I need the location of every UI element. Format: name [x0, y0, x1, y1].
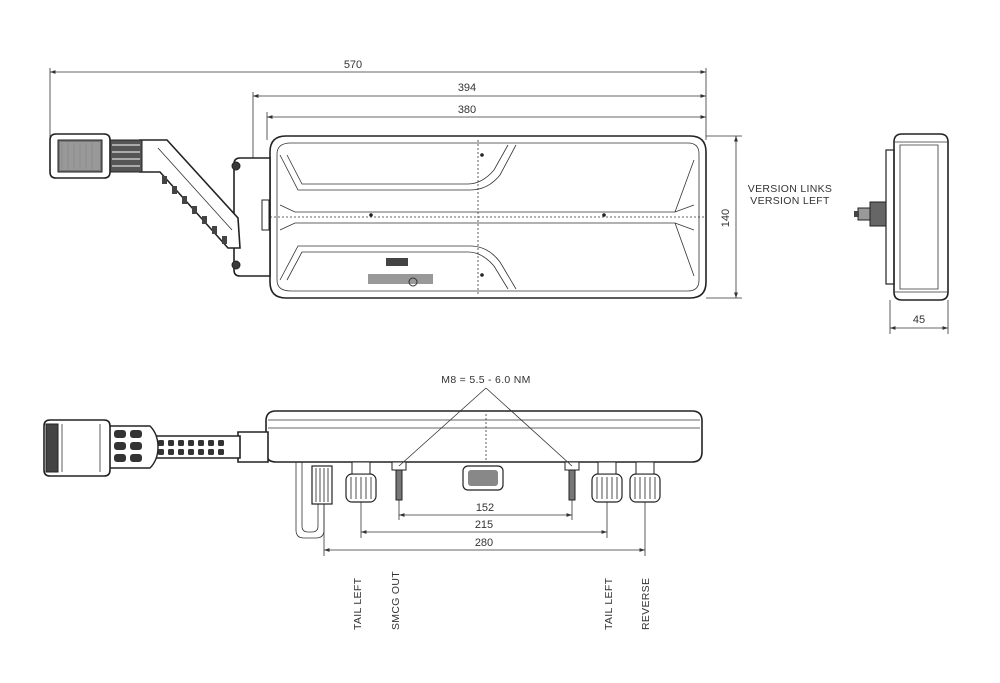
dim-380-label: 380 — [458, 104, 476, 116]
stud-left — [391, 461, 407, 501]
bottom-view: M8 = 5.5 - 6.0 NM 152 215 280 TAIL LEFT … — [43, 374, 703, 630]
connector-reverse-gland — [629, 461, 661, 503]
center-boss — [462, 465, 504, 491]
dim-152-label: 152 — [476, 502, 494, 514]
dim-140-label: 140 — [720, 209, 732, 227]
cable-arm-bottom — [107, 425, 241, 469]
dim-152: 152 — [399, 502, 572, 517]
connector-tail-left-2-gland — [591, 461, 623, 503]
dim-140: 140 — [720, 136, 738, 298]
side-view: 45 — [854, 133, 949, 334]
dim-215: 215 — [361, 519, 607, 534]
dim-570-label: 570 — [344, 59, 362, 71]
dim-45: 45 — [890, 314, 948, 330]
lamp-housing-top — [269, 135, 707, 299]
dim-280-label: 280 — [475, 537, 493, 549]
connector-tail-left-1-gland — [345, 461, 377, 503]
top-view: 570 394 380 140 VERSION LINKS VERSION LE… — [49, 59, 832, 299]
dim-45-label: 45 — [913, 314, 925, 326]
dim-280: 280 — [324, 537, 645, 552]
dim-394-label: 394 — [458, 82, 476, 94]
side-connector — [854, 201, 887, 227]
dim-380: 380 — [267, 104, 706, 119]
label-tail-left-1: TAIL LEFT — [352, 577, 364, 630]
label-smcg-out: SMCG OUT — [390, 571, 402, 630]
stud-right — [564, 461, 580, 501]
dim-394: 394 — [253, 82, 706, 98]
version-note-line1: VERSION LINKS — [748, 183, 832, 195]
dim-215-label: 215 — [475, 519, 493, 531]
dim-570: 570 — [50, 59, 706, 74]
version-note-line2: VERSION LEFT — [750, 195, 830, 207]
label-tail-left-2: TAIL LEFT — [603, 577, 615, 630]
mount-bracket-top — [231, 157, 271, 277]
cable-arm-top — [107, 139, 241, 249]
connector-tail-left-1 — [311, 465, 333, 505]
plug-head-top — [49, 133, 111, 179]
plug-head-bottom — [43, 419, 111, 477]
label-reverse: REVERSE — [640, 578, 652, 630]
torque-note: M8 = 5.5 - 6.0 NM — [441, 374, 530, 386]
